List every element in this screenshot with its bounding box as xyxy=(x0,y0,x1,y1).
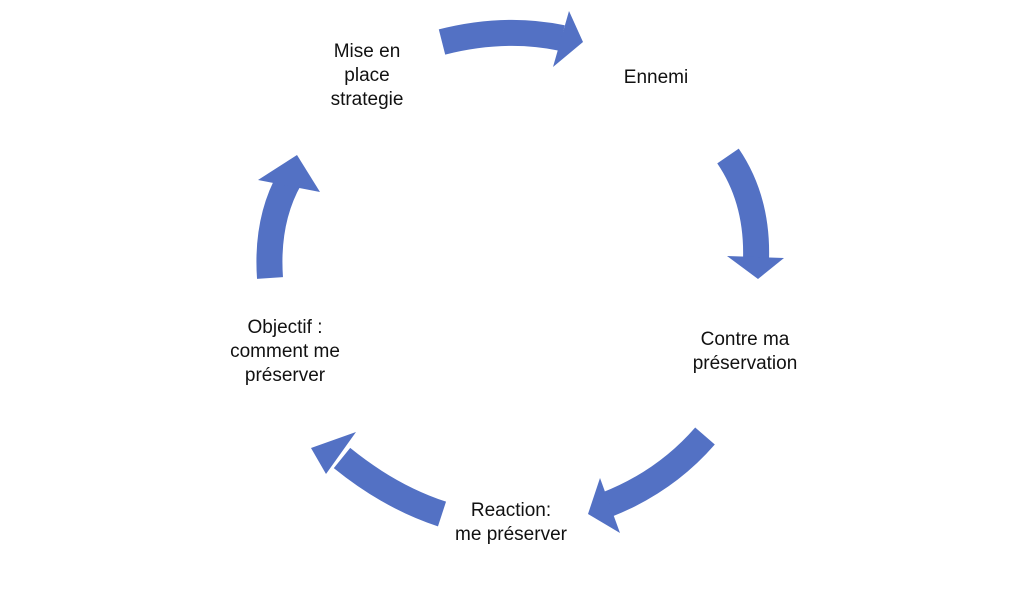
node-reaction: Reaction: me préserver xyxy=(455,499,567,547)
arrowhead-contre-to-reaction xyxy=(588,478,620,533)
node-text-line: place xyxy=(344,65,390,86)
arrowhead-ennemi-to-contre xyxy=(727,256,784,279)
arrowhead-objectif-to-strategie xyxy=(258,155,320,192)
node-text-line: Reaction: xyxy=(470,500,552,521)
node-text-line: Contre ma xyxy=(700,329,790,350)
arrow-contre-to-reaction xyxy=(601,427,715,518)
node-objectif: Objectif : comment me préserver xyxy=(230,316,340,388)
node-text-line: comment me xyxy=(230,341,340,362)
arrowhead-reaction-to-objectif xyxy=(311,432,356,474)
node-text-line: Mise en xyxy=(333,41,401,62)
node-text-line: Objectif : xyxy=(247,317,323,338)
arrow-ennemi-to-contre xyxy=(717,148,770,261)
arrow-strategie-to-ennemi xyxy=(438,19,565,55)
node-ennemi: Ennemi xyxy=(624,66,688,90)
arrow-reaction-to-objectif xyxy=(333,447,447,527)
arrow-objectif-to-strategie xyxy=(256,171,302,279)
node-strategie: Mise en place strategie xyxy=(331,40,404,112)
node-contre: Contre ma préservation xyxy=(693,328,798,376)
node-text-line: préservation xyxy=(692,353,798,374)
node-text-line: me préserver xyxy=(455,524,567,545)
node-text-line: Ennemi xyxy=(623,67,689,88)
node-text-line: préserver xyxy=(244,365,326,386)
node-text-line: strategie xyxy=(330,89,404,110)
arrowhead-strategie-to-ennemi xyxy=(553,11,583,67)
